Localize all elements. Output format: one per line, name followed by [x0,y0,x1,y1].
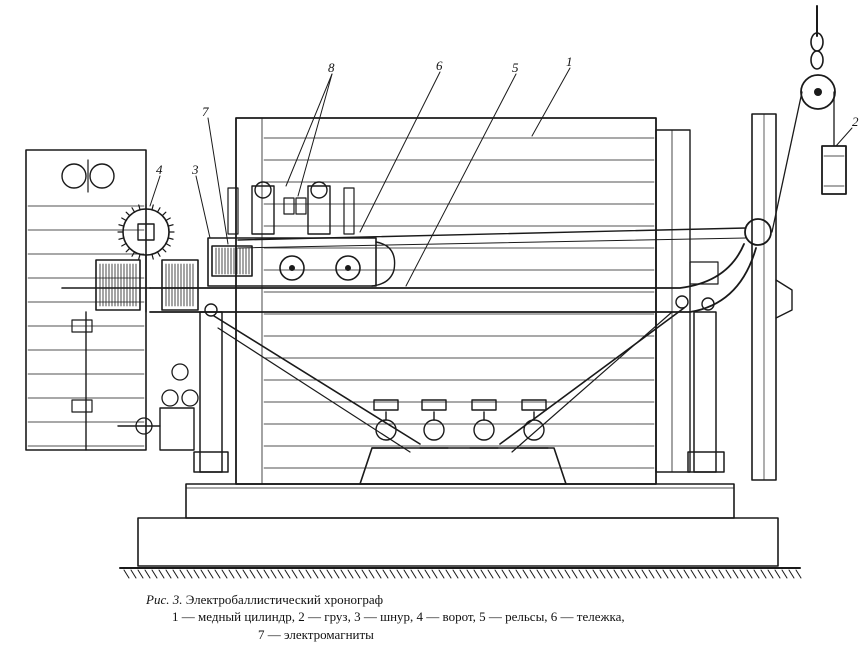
lower-base [359,399,567,485]
figure-caption: Рис. 3. Электробаллистический хронограф … [0,590,868,653]
caption-legend-line-2: 7 — электромагниты [258,627,374,642]
electromagnets [95,245,253,311]
caption-prefix: Рис. 3. [146,592,183,607]
callout-numbers: 1 2 3 4 5 6 7 8 [156,54,859,177]
floor [119,567,802,579]
callout-5: 5 [512,60,519,75]
callout-6: 6 [436,58,443,73]
caption-legend-line-1: 1 — медный цилиндр, 2 — груз, 3 — шнур, … [172,609,625,624]
callout-2: 2 [852,114,859,129]
callout-3: 3 [191,162,199,177]
cart [207,181,396,287]
supports [193,295,725,473]
left-frame [25,149,147,451]
callout-7: 7 [202,104,209,119]
callout-8: 8 [328,60,335,75]
valves [117,363,199,451]
right-flywheel [689,113,793,481]
callout-4: 4 [156,162,163,177]
foundation [137,483,779,567]
rails [149,218,772,313]
caption-title-line: Рис. 3. Электробаллистический хронограф [146,592,383,607]
leader-lines [149,67,853,287]
drawing-canvas: 1 2 3 4 5 6 7 8 [25,5,859,579]
copper-cylinder [235,117,691,485]
weight-pulley [771,5,847,233]
callout-1: 1 [566,54,573,69]
caption-title: Электробаллистический хронограф [185,592,384,607]
weight [821,145,847,195]
chronograph-drawing: 1 2 3 4 5 6 7 8 [25,5,859,579]
